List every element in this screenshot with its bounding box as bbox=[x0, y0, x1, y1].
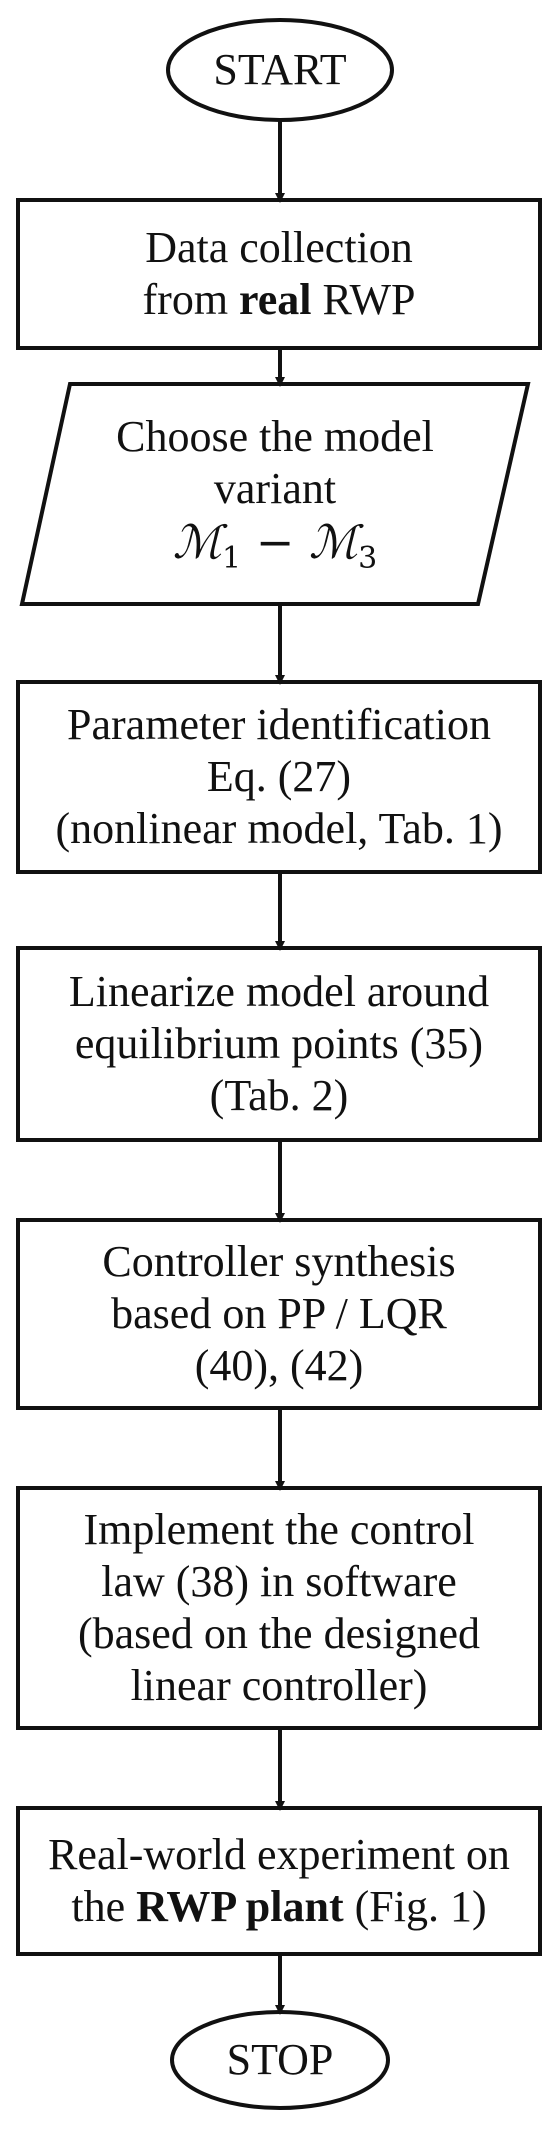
data-collection-suffix: RWP bbox=[311, 275, 416, 324]
choose-model-line-2: variant bbox=[213, 464, 337, 514]
param-line-1: Parameter identification bbox=[67, 700, 491, 750]
implement-line-3: (based on the designed bbox=[78, 1609, 480, 1658]
stop-label: STOP bbox=[172, 2012, 388, 2108]
data-collection-bold: real bbox=[239, 275, 312, 324]
experiment-suffix: (Fig. 1) bbox=[343, 1882, 487, 1931]
implement-line-4: linear controller) bbox=[130, 1660, 428, 1710]
linearize-line-1: Linearize model around bbox=[68, 967, 490, 1017]
experiment-bold: RWP plant bbox=[136, 1882, 344, 1931]
param-line-3: (nonlinear model, Tab. 1) bbox=[55, 803, 503, 853]
experiment-line-2: the RWP plant (Fig. 1) bbox=[71, 1881, 486, 1933]
implement-line-2: law (38) in software bbox=[101, 1557, 457, 1607]
data-collection-label: Data collection from real RWP bbox=[18, 200, 540, 348]
controller-synthesis-label: Controller synthesis based on PP / LQR (… bbox=[18, 1220, 540, 1408]
controller-line-3: (40), (42) bbox=[194, 1340, 364, 1390]
data-collection-line-1: Data collection bbox=[145, 223, 413, 273]
model-separator: − bbox=[241, 515, 309, 570]
model-subscript-left: 1 bbox=[222, 541, 242, 577]
model-symbol-left: ℳ bbox=[172, 515, 222, 570]
implement-line-1: Implement the control bbox=[83, 1505, 475, 1555]
model-symbol-right: ℳ bbox=[308, 515, 359, 570]
linearize-label: Linearize model around equilibrium point… bbox=[18, 948, 540, 1140]
stop-text: STOP bbox=[226, 2035, 334, 2085]
start-text: START bbox=[213, 45, 347, 95]
data-collection-line-2: from real RWP bbox=[143, 274, 416, 326]
choose-model-line-1: Choose the model bbox=[116, 412, 434, 462]
start-label: START bbox=[168, 20, 392, 120]
experiment-prefix: the bbox=[71, 1882, 137, 1931]
experiment-label: Real-world experiment on the RWP plant (… bbox=[18, 1808, 540, 1954]
choose-model-parallelogram bbox=[19, 382, 531, 606]
choose-model-label: Choose the model variant ℳ1 − ℳ3 bbox=[40, 384, 510, 604]
parameter-identification-label: Parameter identification Eq. (27) (nonli… bbox=[18, 682, 540, 872]
controller-line-1: Controller synthesis bbox=[102, 1237, 456, 1287]
controller-line-2: based on PP / LQR bbox=[111, 1289, 447, 1339]
linearize-line-2: equilibrium points (35) bbox=[74, 1019, 484, 1069]
experiment-line-1: Real-world experiment on bbox=[48, 1830, 510, 1880]
model-subscript-right: 3 bbox=[358, 541, 378, 577]
linearize-line-3: (Tab. 2) bbox=[209, 1070, 349, 1120]
data-collection-prefix: from bbox=[142, 275, 240, 324]
param-line-2: Eq. (27) bbox=[206, 752, 352, 802]
model-variant-formula: ℳ1 − ℳ3 bbox=[173, 515, 377, 577]
implement-label: Implement the control law (38) in softwa… bbox=[18, 1488, 540, 1728]
